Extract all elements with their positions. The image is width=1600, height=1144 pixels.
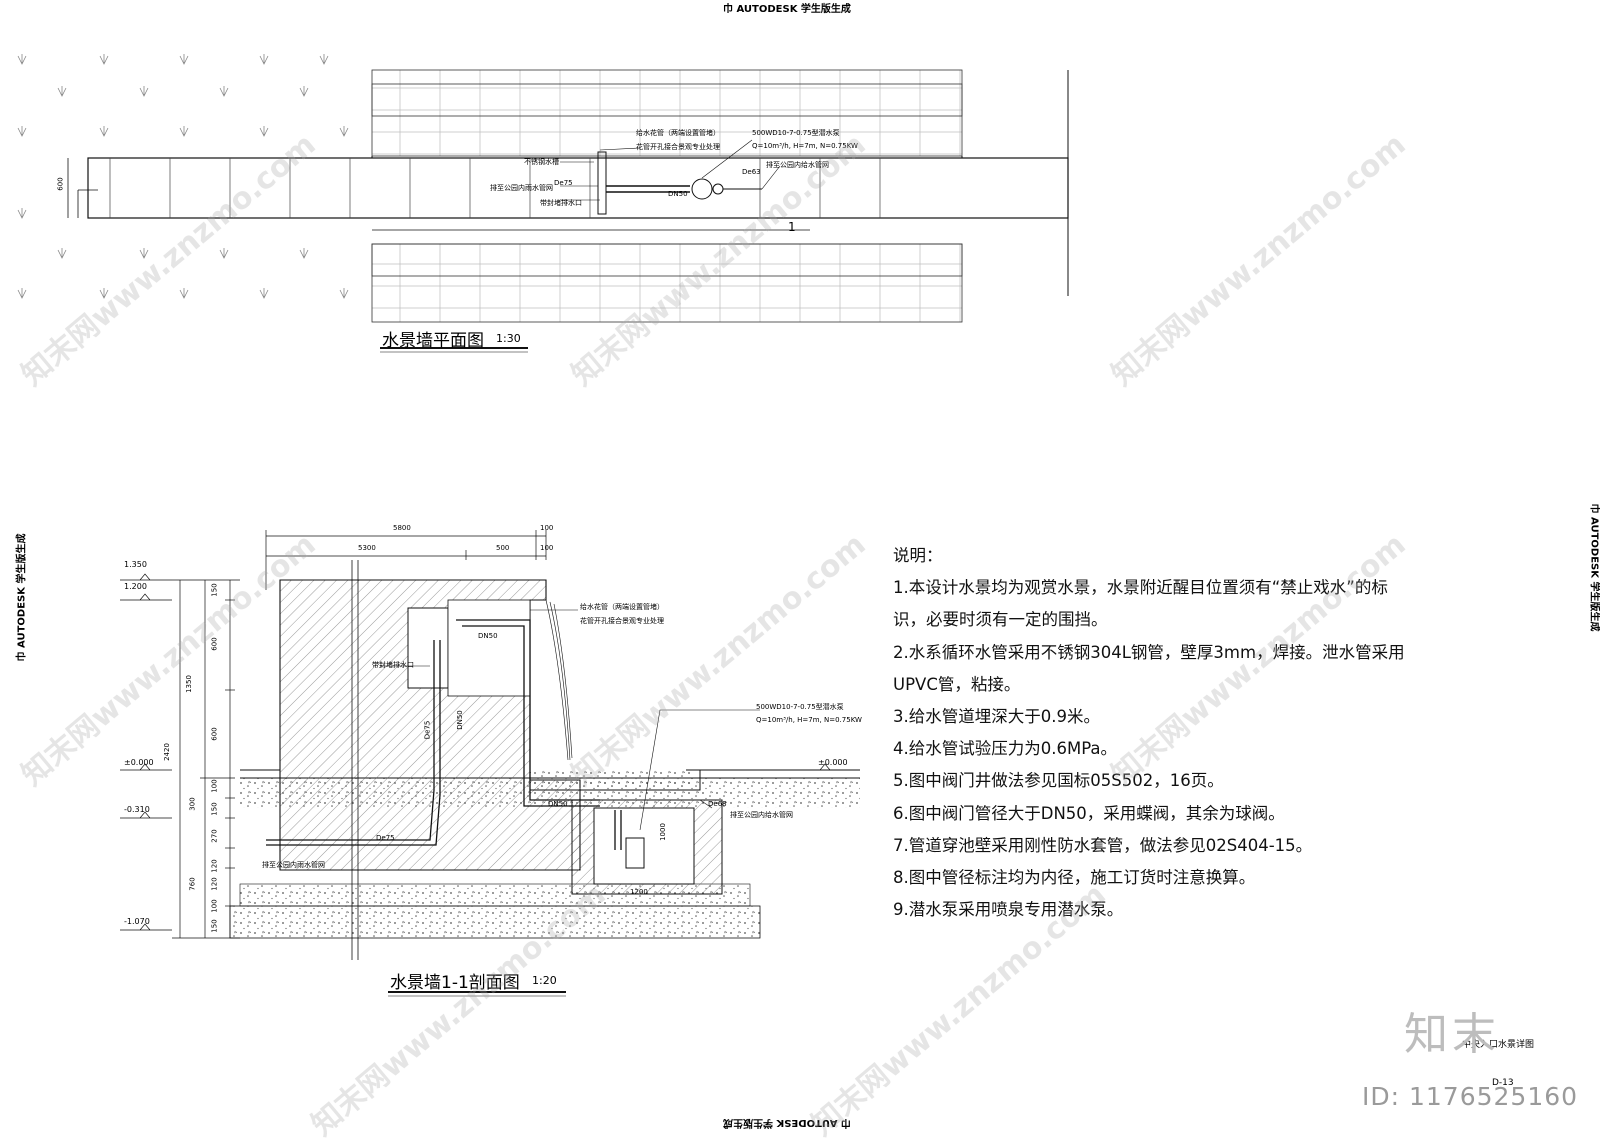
note-line: 5.图中阀门井做法参见国标05S502，16页。 <box>893 771 1224 791</box>
section-label-de68: De68 <box>708 800 727 808</box>
section-dim-500: 500 <box>496 544 510 552</box>
section-label-pit-height: 1000 <box>658 823 667 841</box>
section-dim-left-600a: 600 <box>210 637 219 651</box>
section-dim-left-100b: 100 <box>210 899 219 913</box>
section-elev-1200: 1.200 <box>124 582 147 591</box>
section-label-de75-horizontal: De75 <box>376 834 395 842</box>
plan-label-nozzle-note: 花管开孔接合景观专业处理 <box>636 143 720 151</box>
plan-label-de75: De75 <box>554 179 573 187</box>
autodesk-stamp-left: 巾 AUTODESK 学生版生成 <box>16 533 28 662</box>
autodesk-stamp-right: 巾 AUTODESK 学生版生成 <box>1588 503 1600 632</box>
note-line: 6.图中阀门管径大于DN50，采用蝶阀，其余为球阀。 <box>893 803 1285 823</box>
plan-scale: 1:30 <box>496 332 521 345</box>
section-label-drain: 排至公园内雨水管网 <box>262 861 325 869</box>
section-label-pump: 500WD10-7-0.75型潜水泵 <box>756 703 844 711</box>
section-elev-0-right: ±0.000 <box>818 758 848 767</box>
plan-label-to-supply: 排至公园内给水管网 <box>766 161 829 169</box>
note-line: UPVC管，粘接。 <box>893 674 1021 694</box>
section-title: 水景墙1-1剖面图 <box>390 973 520 993</box>
plan-label-pump: 500WD10-7-0.75型潜水泵 <box>752 129 840 137</box>
note-line: 8.图中管径标注均为内径，施工订货时注意换算。 <box>893 868 1256 888</box>
section-label-pump-spec: Q=10m³/h, H=7m, N=0.75KW <box>756 716 862 724</box>
section-label-de75-vertical: De75 <box>423 720 432 740</box>
section-dim-left-760: 760 <box>188 877 197 891</box>
section-label-dn50a: DN50 <box>478 632 498 640</box>
section-elev-0: ±0.000 <box>124 758 154 767</box>
note-line: 1.本设计水景均为观赏水景，水景附近醒目位置须有“禁止戏水”的标 <box>893 578 1388 598</box>
plan-title: 水景墙平面图 <box>382 331 484 351</box>
section-dim-100b: 100 <box>540 544 554 552</box>
section-dim-5800: 5800 <box>393 524 411 532</box>
section-label-pit-width: 1200 <box>630 888 648 896</box>
plan-label-dn50: DN50 <box>668 190 688 198</box>
section-dim-left-1350: 1350 <box>184 675 193 693</box>
plan-section-mark: 1 <box>788 220 796 234</box>
plan-label-de63: De63 <box>742 168 761 176</box>
plan-label-drain: 排至公园内雨水管网 <box>490 184 553 192</box>
note-line: 7.管道穿池壁采用刚性防水套管，做法参见02S404-15。 <box>893 835 1313 855</box>
note-line: 9.潜水泵采用喷泉专用潜水泵。 <box>893 900 1124 920</box>
sheet-number: D-13 <box>1492 1078 1514 1088</box>
section-dim-left-120a: 120 <box>210 859 219 873</box>
watermark-id: ID: 1176525160 <box>1362 1082 1579 1111</box>
section-dim-left-120b: 120 <box>210 877 219 891</box>
notes-heading: 说明： <box>893 546 943 565</box>
section-view <box>120 530 860 997</box>
plan-label-pump-spec: Q=10m³/h, H=7m, N=0.75KW <box>752 142 858 150</box>
design-notes: 说明： 1.本设计水景均为观赏水景，水景附近醒目位置须有“禁止戏水”的标 识，必… <box>893 540 1405 926</box>
section-dim-left-300: 300 <box>188 797 197 811</box>
plan-label-overflow: 带封堵排水口 <box>540 199 582 207</box>
plan-label-nozzle: 给水花管（两端设置管堵） <box>636 129 720 137</box>
drawing-name: 中央入口水景详图 <box>1462 1040 1535 1050</box>
plan-label-trough: 不锈钢水槽 <box>524 158 559 166</box>
section-scale: 1:20 <box>532 974 557 987</box>
plan-view <box>17 54 1069 353</box>
section-label-dn50b: DN50 <box>548 800 568 808</box>
section-dim-5300: 5300 <box>358 544 376 552</box>
autodesk-stamp-bottom: 巾 AUTODESK 学生版生成 <box>723 1117 851 1128</box>
autodesk-stamp-top: 巾 AUTODESK 学生版生成 <box>723 4 851 15</box>
grass-pattern <box>17 54 349 299</box>
section-dim-100a: 100 <box>540 524 554 532</box>
section-elev-neg1070: -1.070 <box>124 917 150 926</box>
section-label-to-supply: 排至公园内给水管网 <box>730 811 793 819</box>
note-line: 识，必要时须有一定的围挡。 <box>893 610 1108 630</box>
section-label-overflow: 带封堵排水口 <box>372 661 414 669</box>
section-dim-left-2420: 2420 <box>162 743 171 761</box>
note-line: 3.给水管道埋深大于0.9米。 <box>893 707 1100 727</box>
section-label-dn50-vertical: DN50 <box>455 710 464 730</box>
section-elev-1350: 1.350 <box>124 560 147 569</box>
section-elev-neg0310: -0.310 <box>124 805 150 814</box>
section-label-nozzle: 给水花管（两端设置管堵） <box>580 603 664 611</box>
section-dim-left-600b: 600 <box>210 727 219 741</box>
note-line: 2.水系循环水管采用不锈钢304L钢管，壁厚3mm，焊接。泄水管采用 <box>893 642 1405 662</box>
section-dim-left-150b: 150 <box>210 802 219 816</box>
section-dim-left-150c: 150 <box>210 919 219 933</box>
watermark-logo: 知末 <box>1404 1009 1500 1060</box>
section-label-nozzle-note: 花管开孔接合景观专业处理 <box>580 617 664 625</box>
section-dim-left-270: 270 <box>210 829 219 843</box>
plan-dim-600: 600 <box>56 177 65 191</box>
section-dim-left-150: 150 <box>210 583 219 597</box>
section-dim-left-100a: 100 <box>210 779 219 793</box>
note-line: 4.给水管试验压力为0.6MPa。 <box>893 739 1118 759</box>
